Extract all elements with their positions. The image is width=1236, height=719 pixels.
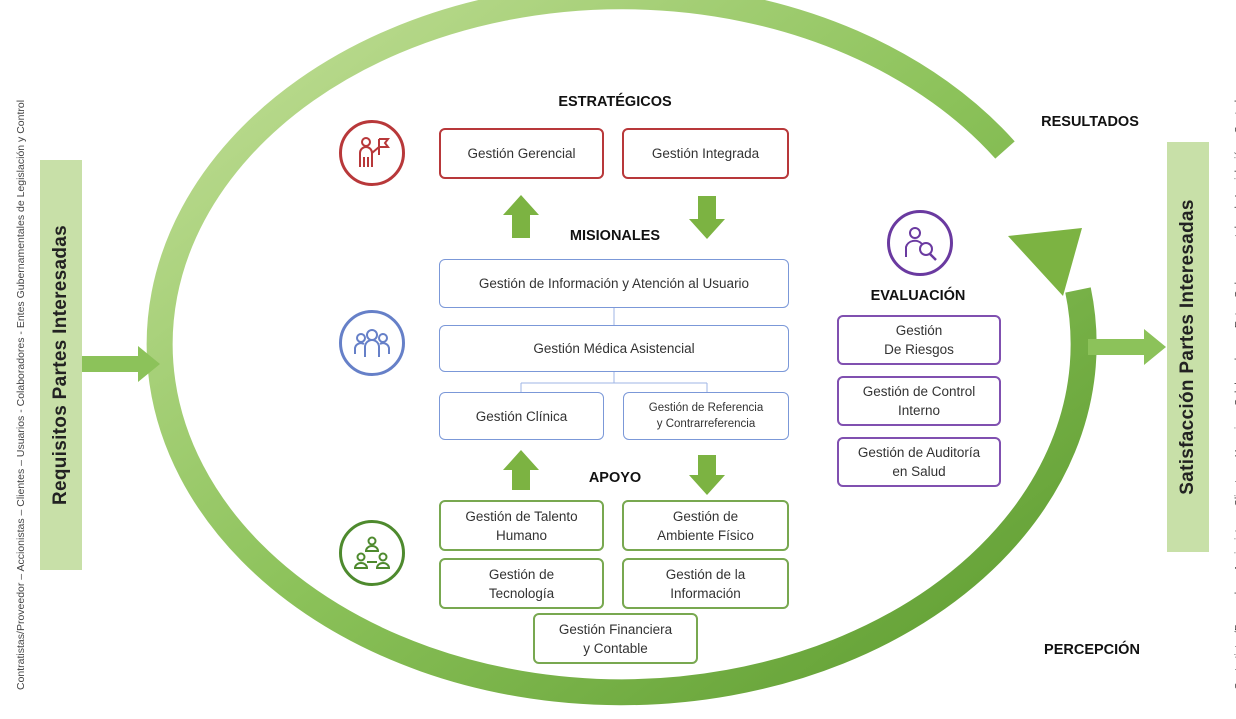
- box-information: Gestión de la Información: [622, 558, 789, 609]
- perception-label: PERCEPCIÓN: [1044, 642, 1140, 658]
- box-technology: Gestión de Tecnología: [439, 558, 604, 609]
- output-band: Satisfacción Partes Interesadas: [1167, 142, 1209, 552]
- output-label: Satisfacción Partes Interesadas: [1177, 199, 1198, 495]
- box-clinical: Gestión Clínica: [439, 392, 604, 440]
- down-arrow-strategic: [689, 196, 725, 239]
- box-audit: Gestión de Auditoría en Salud: [837, 437, 1001, 487]
- box-environment: Gestión de Ambiente Físico: [622, 500, 789, 551]
- missional-heading: MISIONALES: [569, 228, 661, 244]
- strategic-heading: ESTRATÉGICOS: [558, 94, 672, 110]
- box-internal-control: Gestión de Control Interno: [837, 376, 1001, 426]
- box-talent: Gestión de Talento Humano: [439, 500, 604, 551]
- box-info-attention: Gestión de Información y Atención al Usu…: [439, 259, 789, 308]
- support-heading: APOYO: [588, 470, 642, 486]
- output-arrow: [1144, 329, 1166, 365]
- up-arrow-strategic: [503, 195, 539, 238]
- network-people-icon: [339, 520, 405, 586]
- box-management: Gestión Gerencial: [439, 128, 604, 179]
- input-arrow: [138, 346, 160, 382]
- team-group-icon: [339, 310, 405, 376]
- up-arrow-support: [503, 450, 539, 490]
- person-search-icon: [887, 210, 953, 276]
- input-label: Requisitos Partes Interesadas: [50, 224, 71, 506]
- input-band: Requisitos Partes Interesadas: [40, 160, 82, 570]
- box-integrated: Gestión Integrada: [622, 128, 789, 179]
- down-arrow-support: [689, 455, 725, 495]
- box-risks: Gestión De Riesgos: [837, 315, 1001, 365]
- stakeholders-list-left: Contratistas/Proveedor – Accionistas – C…: [15, 99, 27, 690]
- box-medical: Gestión Médica Asistencial: [439, 325, 789, 372]
- ring-arrowhead: [1008, 228, 1082, 296]
- evaluation-heading: EVALUACIÓN: [870, 288, 966, 304]
- box-referral: Gestión de Referencia y Contrarreferenci…: [623, 392, 789, 440]
- results-label: RESULTADOS: [1041, 114, 1139, 130]
- box-finance: Gestión Financiera y Contable: [533, 613, 698, 664]
- cycle-ring: [146, 0, 1097, 706]
- leader-flag-icon: [339, 120, 405, 186]
